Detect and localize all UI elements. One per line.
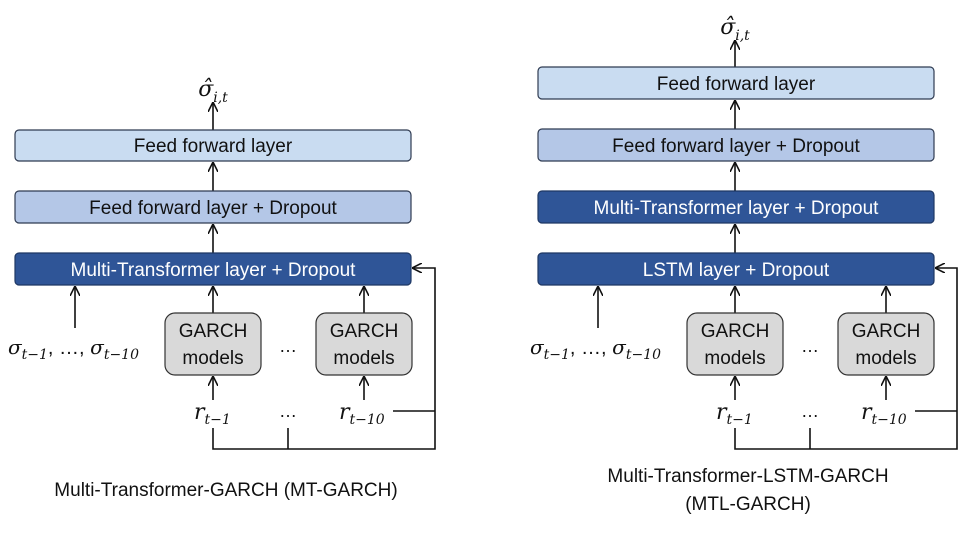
left-ellipsis-bottom: … <box>279 401 297 421</box>
right-garch-2-line2: models <box>855 348 916 369</box>
right-feed-forward-dropout-box <box>537 128 935 162</box>
left-garch-1-line1: GARCH <box>179 321 248 342</box>
right-multi-transformer-box <box>537 190 935 224</box>
right-garch-1-line1: GARCH <box>701 321 770 342</box>
right-garch-box-1 <box>686 312 784 376</box>
left-multi-transformer-box <box>14 252 412 286</box>
left-r-t-10: rt−10 <box>339 400 385 428</box>
left-multi-transformer-label: Multi-Transformer layer + Dropout <box>71 260 357 281</box>
right-lstm-box <box>537 252 935 286</box>
left-r-t-1: rt−1 <box>194 400 231 428</box>
right-sigma-inputs: σt−1, …, σt−10 <box>530 335 661 363</box>
left-caption: Multi-Transformer-GARCH (MT-GARCH) <box>54 480 397 501</box>
right-r-t-10: rt−10 <box>861 400 907 428</box>
right-multi-transformer-label: Multi-Transformer layer + Dropout <box>594 198 880 219</box>
left-feed-forward-label: Feed forward layer <box>134 136 293 157</box>
right-feedback-line <box>734 268 958 450</box>
right-garch-2-line1: GARCH <box>852 321 921 342</box>
left-garch-2-line1: GARCH <box>330 321 399 342</box>
right-r-t-1: rt−1 <box>716 400 753 428</box>
right-caption-line2: (MTL-GARCH) <box>685 494 811 515</box>
right-ellipsis-bottom: … <box>801 401 819 421</box>
left-garch-1-line2: models <box>182 348 243 369</box>
left-feed-forward-dropout-box <box>14 190 412 224</box>
left-feedback-line <box>212 268 436 450</box>
right-garch-box-2 <box>837 312 935 376</box>
right-lstm-label: LSTM layer + Dropout <box>643 260 830 281</box>
left-garch-box-2 <box>315 312 413 376</box>
left-feed-forward-dropout-label: Feed forward layer + Dropout <box>89 198 337 219</box>
left-garch-box-1 <box>164 312 262 376</box>
mt-garch-diagram: σ̂i,t Feed forward layer Feed forward la… <box>8 77 436 501</box>
right-garch-1-line2: models <box>704 348 765 369</box>
right-feed-forward-dropout-label: Feed forward layer + Dropout <box>612 136 860 157</box>
right-ellipsis-mid: … <box>801 336 819 356</box>
left-garch-2-line2: models <box>333 348 394 369</box>
right-feed-forward-label: Feed forward layer <box>657 74 816 95</box>
right-feed-forward-box <box>537 66 935 100</box>
left-sigma-inputs: σt−1, …, σt−10 <box>8 335 139 363</box>
left-feed-forward-box <box>14 129 412 162</box>
right-caption-line1: Multi-Transformer-LSTM-GARCH <box>607 466 888 487</box>
left-ellipsis-mid: … <box>279 336 297 356</box>
left-output-label: σ̂i,t <box>198 77 228 106</box>
right-output-label: σ̂i,t <box>720 15 750 44</box>
mtl-garch-diagram: σ̂i,t Feed forward layer Feed forward la… <box>530 15 958 515</box>
